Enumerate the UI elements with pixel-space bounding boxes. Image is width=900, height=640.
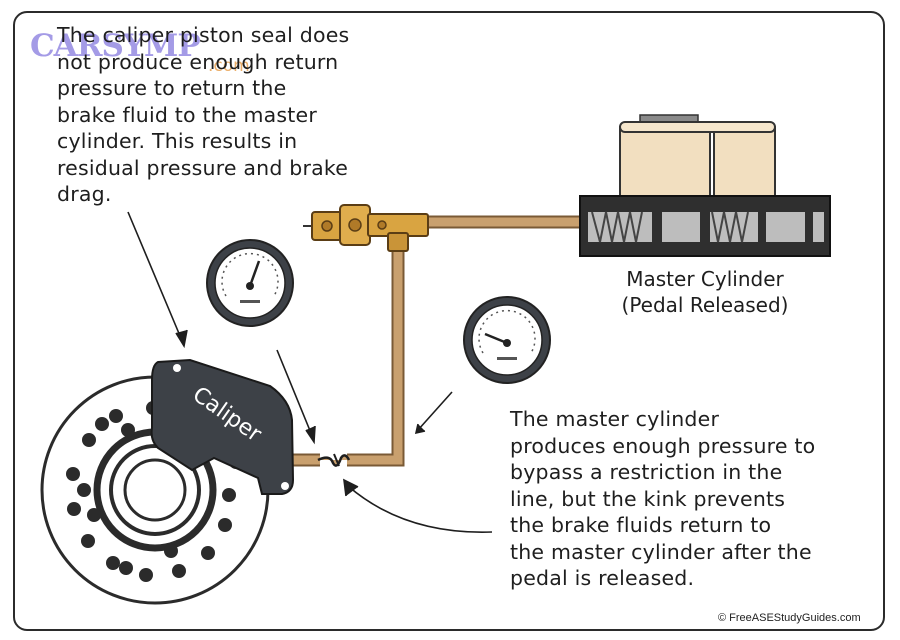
note-line: produces enough pressure to: [510, 433, 816, 458]
master-cylinder-state: (Pedal Released): [621, 293, 789, 317]
note-line: drag.: [57, 182, 112, 206]
note-line: The caliper piston seal does: [57, 23, 350, 47]
watermark-logo: CARSYMP: [30, 28, 201, 64]
note-line: pedal is released.: [510, 566, 695, 590]
note-line: The master cylinder: [510, 407, 720, 431]
note-line: pressure to return the: [57, 76, 287, 100]
master-cylinder-title: Master Cylinder: [626, 267, 784, 291]
note-line: not produce enough return: [57, 49, 339, 74]
note-line: brake fluid to the master: [57, 102, 317, 127]
master-cylinder: [579, 114, 831, 257]
note-line: the master cylinder after the: [510, 539, 812, 564]
note-line: cylinder. This results in: [57, 129, 298, 153]
brass-valve: [303, 204, 429, 252]
master-cylinder-label: Master Cylinder (Pedal Released): [590, 266, 820, 318]
note-line: residual pressure and brake: [57, 155, 349, 180]
leader-arrows: [127, 211, 493, 533]
caliper-note: The caliper piston seal does not produce…: [57, 22, 349, 208]
pressure-gauge-right: [463, 296, 551, 384]
watermark-logo-sub: .com: [208, 56, 250, 76]
kink-note: The master cylinder produces enough pres…: [510, 406, 815, 592]
note-line: bypass a restriction in the: [510, 460, 783, 484]
pressure-gauge-left: [206, 239, 294, 327]
copyright-text: © FreeASEStudyGuides.com: [718, 612, 861, 624]
note-line: line, but the kink prevents: [510, 486, 786, 511]
line-kink: [317, 453, 351, 467]
brake-caliper: Caliper: [150, 358, 295, 495]
note-line: the brake fluids return to: [510, 513, 772, 537]
